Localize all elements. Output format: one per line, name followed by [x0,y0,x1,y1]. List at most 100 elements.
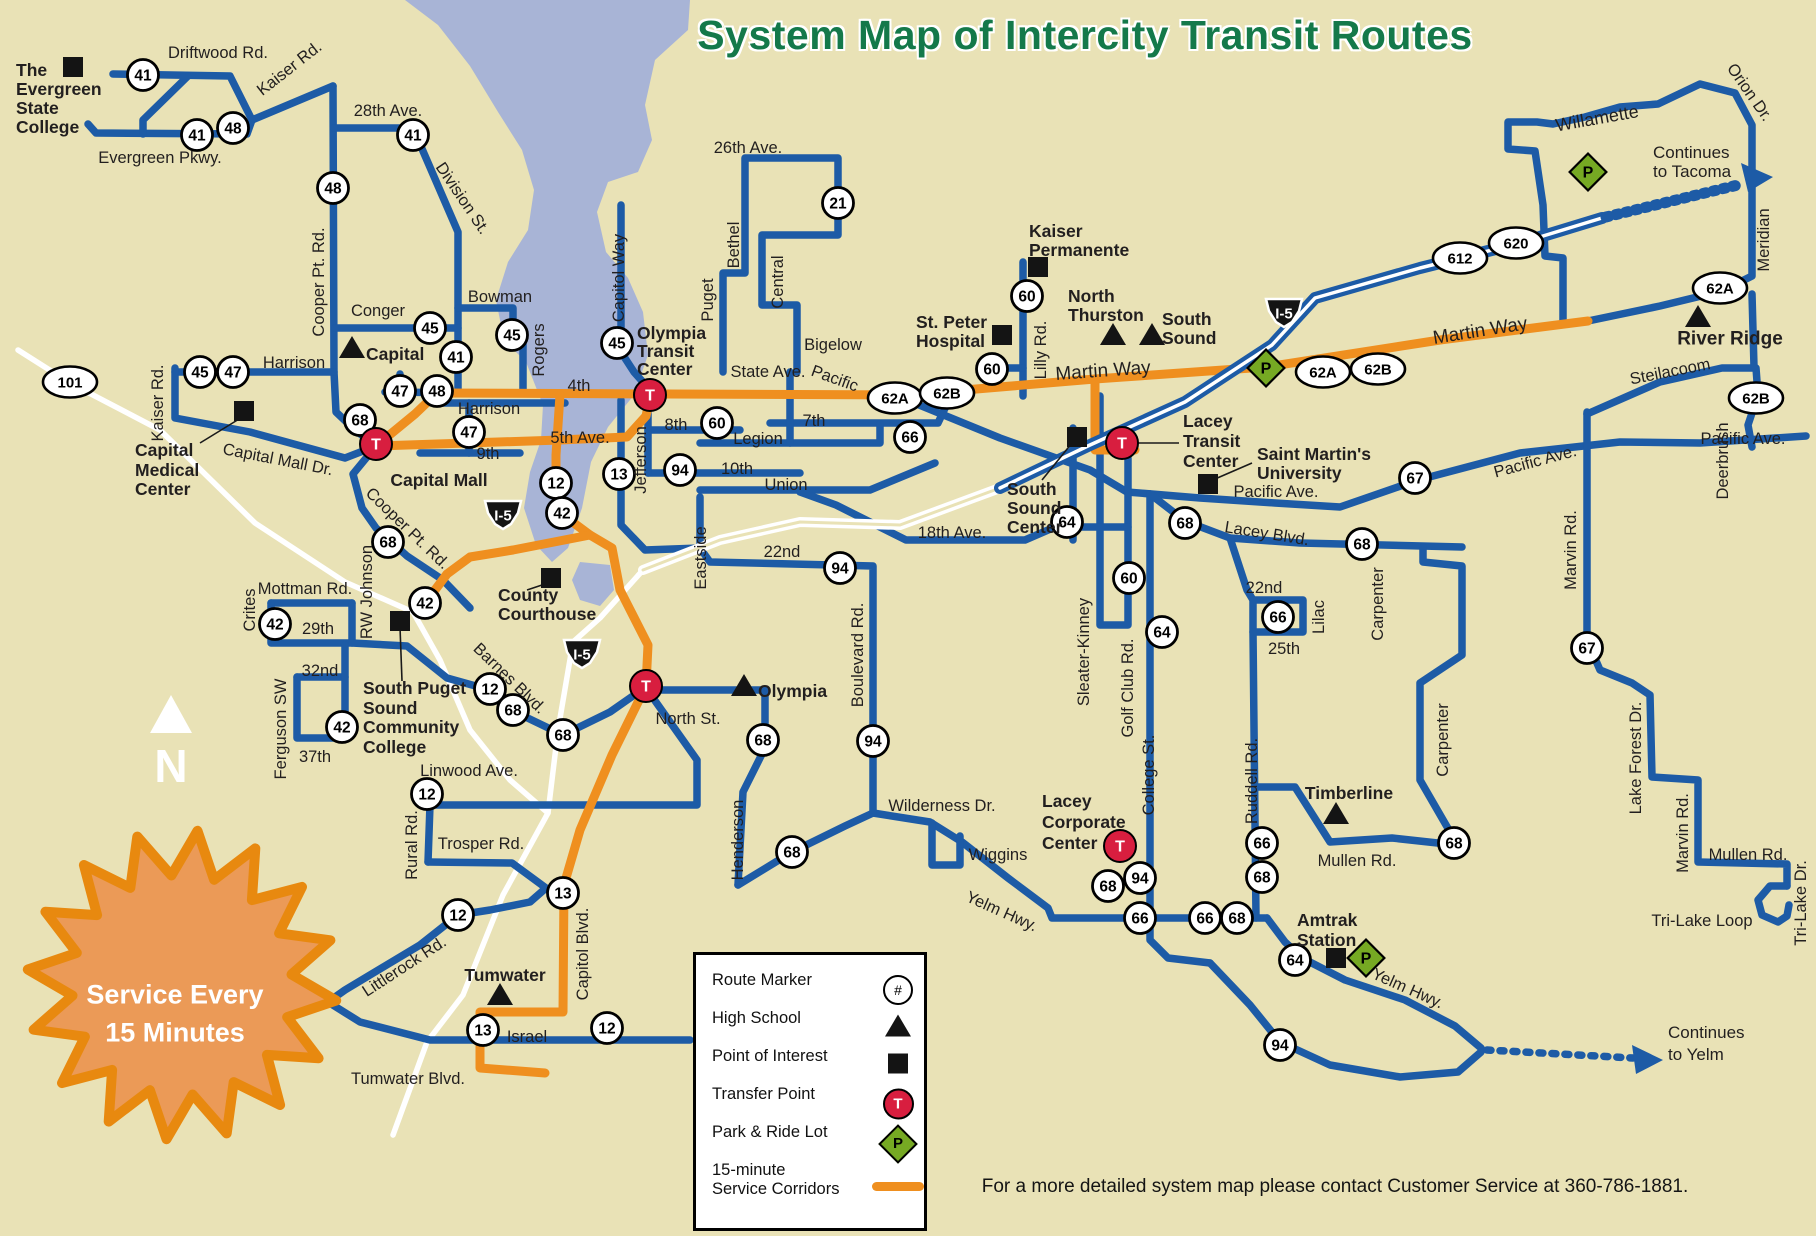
route-carpenter-rd [1416,543,1466,849]
route-marker-68 [1091,869,1125,903]
label-carpenter: Carpenter [1434,703,1452,777]
label-harrison: Harrison [263,354,325,372]
route-wiggins-loop [928,819,964,869]
label-5th-ave: 5th Ave. [550,429,609,447]
label-transit: Transit [637,341,695,361]
route-marker-label-68: 68 [504,702,522,719]
callout-line [1041,442,1073,481]
label-college: College [363,737,426,757]
route-henderson [734,809,877,889]
transfer-point-icon [1105,426,1139,460]
route-martin-meridian-willamette [1504,80,1756,325]
transfer-point-letter: T [641,679,651,696]
high-school-icon [1139,323,1165,345]
legend-item-label: High School [712,1009,801,1027]
label-ferguson-sw: Ferguson SW [272,678,290,779]
label-north: North [1068,286,1115,306]
route-marker-label-94: 94 [671,462,689,479]
label-center: Center [637,359,693,379]
route-marker-label-41: 41 [404,127,422,144]
route-marker-label-66: 66 [1253,835,1271,852]
service-badge-line1: Service Every [86,979,263,1009]
label-trosper-rd: Trosper Rd. [438,835,525,853]
park-and-ride-letter: P [1361,951,1372,968]
route-marker-label-62a: 62A [881,390,909,407]
route-marker-41 [396,118,430,152]
route-marker-45 [495,318,529,352]
route-marker-12 [473,672,507,706]
label-sleater-kinney: Sleater-Kinney [1075,597,1093,706]
label-lacey: Lacey [1042,791,1092,811]
route-marker-label-68: 68 [1099,878,1117,895]
label-conger: Conger [351,302,406,320]
label-center: Center [1042,833,1098,853]
label-25th: 25th [1268,640,1300,658]
route-marker-label-47: 47 [224,364,241,381]
compass-north-letter: N [154,740,187,792]
label-ruddell-rd: Ruddell Rd. [1243,738,1261,824]
label-tumwater: Tumwater [464,965,546,985]
route-marker-label-45: 45 [421,320,439,337]
route-marker-47 [216,355,250,389]
route-marker-41 [439,340,473,374]
label-station: Station [1297,930,1356,950]
label-kaiser-rd: Kaiser Rd. [149,364,167,441]
transfer-point-letter: T [1117,436,1127,453]
route-marker-42 [258,607,292,641]
route-yelm-hwy-amtrak [1263,914,1485,1052]
route-marker-label-60: 60 [983,361,1000,378]
route-tumwater-linwood [424,684,701,866]
label-29th: 29th [302,620,334,638]
page-title: System Map of Intercity Transit Routes [697,12,1473,58]
route-marker-label-68: 68 [1445,835,1463,852]
route-marker-68 [343,403,377,437]
route-marker-label-41: 41 [134,67,152,84]
route-marker-label-94: 94 [1131,870,1149,887]
route-marker-label-48: 48 [324,180,342,197]
route-marker-68 [1345,527,1379,561]
park-and-ride-letter: P [1583,165,1594,182]
label-to-tacoma: to Tacoma [1653,162,1732,181]
route-boulevard-rd [696,493,877,817]
label-8th: 8th [665,416,688,434]
route-cooper-pt-rd-north [329,82,380,449]
route-marker-45 [600,326,634,360]
label-evergreen: Evergreen [16,79,102,99]
label-lilly-rd: Lilly Rd. [1032,321,1050,380]
route-marker-12 [410,777,444,811]
legend-item-label: Park & Ride Lot [712,1123,828,1141]
route-marker-47 [383,374,417,408]
label-9th: 9th [477,445,500,463]
route-marker-68 [371,525,405,559]
label-hospital: Hospital [916,331,985,351]
label-capital-mall: Capital Mall [390,470,487,490]
route-marker-label-62b: 62B [1742,390,1770,407]
route-marker-66 [1261,600,1295,634]
label-capital: Capital [135,440,193,460]
label-israel: Israel [507,1028,547,1046]
label-legion: Legion [733,430,783,448]
label-deerbrush: Deerbrush [1714,422,1732,499]
label-mullen-rd: Mullen Rd. [1709,846,1788,864]
corridor-icon [872,1182,924,1191]
route-marker-42 [325,710,359,744]
label-saint-martin-s: Saint Martin's [1257,444,1371,464]
route-legend-symbol-wrap: # [870,975,926,1005]
route-marker-64 [1278,943,1312,977]
route-marker-label-68: 68 [1176,515,1194,532]
interstate-5-shield [1264,297,1304,329]
route-marker-label-64: 64 [1286,952,1304,969]
route-marker-label-41: 41 [188,127,206,144]
white-road-i5-south [390,567,646,1138]
route-college-st [1146,490,1214,967]
white-road-us-101 [15,347,551,816]
corridor-legend-symbol-wrap [870,1178,926,1196]
label-olympia: Olympia [637,323,706,343]
label-college-st: College St. [1140,735,1158,816]
label-center: Center [1183,451,1239,471]
label-wiggins: Wiggins [969,846,1028,864]
route-marker-12 [441,898,475,932]
label-medical: Medical [135,460,199,480]
tacoma-arrow [1741,163,1773,192]
route-marker-label-13: 13 [474,1022,492,1039]
